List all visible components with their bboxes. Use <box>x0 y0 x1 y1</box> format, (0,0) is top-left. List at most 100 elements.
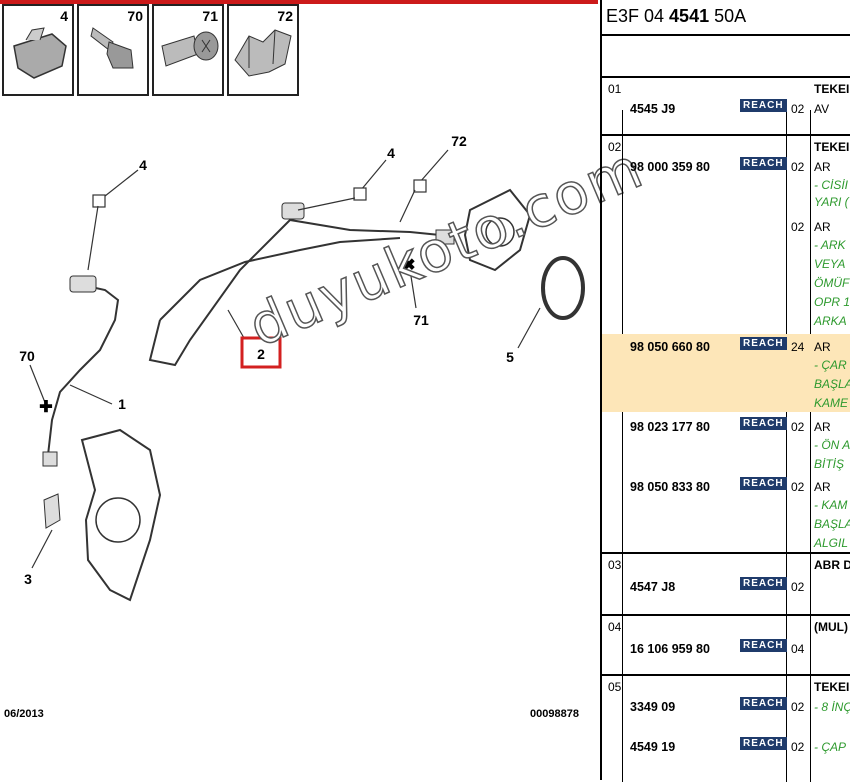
description: AV <box>814 102 830 116</box>
note: YARI ( <box>814 195 849 209</box>
exploded-view: ✚ ✖ 2 4 4 72 70 1 71 5 3 <box>19 133 585 602</box>
row-title: TEKEI <box>814 82 850 96</box>
reach-badge: REACH <box>740 417 787 430</box>
note: - KAM <box>814 498 848 512</box>
row-title: ABR D <box>814 558 850 572</box>
screw-marker-71: ✖ <box>402 257 415 274</box>
part-number[interactable]: 16 106 959 80 <box>630 642 710 656</box>
note: - ÖN A <box>814 438 850 452</box>
note: BAŞLA <box>814 377 850 391</box>
row-index: 04 <box>608 620 622 634</box>
quantity: 02 <box>791 220 805 234</box>
reach-badge: REACH <box>740 99 787 112</box>
bolt-icon <box>90 27 134 69</box>
quantity: 04 <box>791 642 805 656</box>
thumbnail-number: 72 <box>277 8 293 24</box>
reach-badge: REACH <box>740 577 787 590</box>
thumbnail-4[interactable]: 4 <box>2 4 74 96</box>
note: BAŞLA <box>814 517 850 531</box>
thumbnail-70[interactable]: 70 <box>77 4 149 96</box>
note: BİTİŞ <box>814 457 845 471</box>
quantity: 02 <box>791 740 805 754</box>
quantity: 02 <box>791 420 805 434</box>
callout-70[interactable]: 70 <box>19 348 35 364</box>
part-number[interactable]: 98 000 359 80 <box>630 160 710 174</box>
reference-suffix: 50A <box>709 6 747 26</box>
screw-icon <box>161 31 219 67</box>
note: - ÇAP <box>814 740 847 754</box>
reach-badge: REACH <box>740 337 787 350</box>
part-number[interactable]: 4545 J9 <box>630 102 676 116</box>
bolt-marker-70: ✚ <box>39 399 52 416</box>
thumbnail-number: 4 <box>60 8 68 24</box>
quantity: 02 <box>791 700 805 714</box>
part-number[interactable]: 98 023 177 80 <box>630 420 710 434</box>
front-sensor-cable <box>47 284 120 456</box>
table-row[interactable]: 03 ABR D 4547 J8 REACH 02 <box>602 552 850 614</box>
note: KAME <box>814 396 849 410</box>
rear-sensor-cable <box>148 218 441 367</box>
reference-number: E3F 04 4541 50A <box>606 6 746 27</box>
rear-sensor-head <box>435 229 455 245</box>
quantity: 02 <box>791 102 805 116</box>
part-number[interactable]: 3349 09 <box>630 700 676 714</box>
parts-list-panel: E3F 04 4541 50A 01 TEKEI 4545 J9 REACH 0… <box>600 0 850 782</box>
note: - 8 İNÇ <box>814 700 850 714</box>
callout-3[interactable]: 3 <box>24 571 32 587</box>
reach-badge: REACH <box>740 639 787 652</box>
clip-icon <box>13 27 67 79</box>
part-number[interactable]: 98 050 833 80 <box>630 480 710 494</box>
row-title: TEKEI <box>814 140 850 154</box>
rear-sensor-connector <box>281 202 305 220</box>
callout-2[interactable]: 2 <box>257 346 265 362</box>
note: VEYA <box>814 257 846 271</box>
quantity: 02 <box>791 480 805 494</box>
part-number[interactable]: 98 050 660 80 <box>630 340 710 354</box>
callout-1[interactable]: 1 <box>118 396 126 412</box>
row-title: TEKEI <box>814 680 850 694</box>
reach-badge: REACH <box>740 157 787 170</box>
table-row[interactable]: 04 (MUL) 16 106 959 80 REACH 04 <box>602 614 850 674</box>
callout-4[interactable]: 4 <box>387 145 395 161</box>
description: AR <box>814 340 831 354</box>
part-number[interactable]: 4549 19 <box>630 740 676 754</box>
diagram-code: 00098878 <box>530 708 579 720</box>
part-number[interactable]: 4547 J8 <box>630 580 676 594</box>
note: ÖMÜF <box>814 276 850 290</box>
reach-badge: REACH <box>740 477 787 490</box>
note: - ÇAR <box>814 358 847 372</box>
reference-bold: 4541 <box>669 6 710 26</box>
row-index: 01 <box>608 82 622 96</box>
thumbnail-number: 71 <box>202 8 218 24</box>
selected-row-highlight <box>602 334 850 412</box>
row-index: 03 <box>608 558 622 572</box>
sensor-clip <box>43 493 61 529</box>
quantity: 02 <box>791 160 805 174</box>
row-index: 05 <box>608 680 622 694</box>
cable-clip-icon <box>234 29 292 77</box>
description: AR <box>814 160 831 174</box>
thumbnail-71[interactable]: 71 <box>152 4 224 96</box>
note: ARKA <box>814 314 847 328</box>
thumbnail-72[interactable]: 72 <box>227 4 299 96</box>
diagram-date: 06/2013 <box>4 708 44 720</box>
table-row[interactable]: 01 TEKEI 4545 J9 REACH 02 AV <box>602 76 850 134</box>
parts-table: 01 TEKEI 4545 J9 REACH 02 AV 02 TEKEI 98… <box>602 34 850 782</box>
rear-hub <box>463 188 532 272</box>
header-red-line <box>0 0 598 4</box>
reach-badge: REACH <box>740 737 787 750</box>
table-row[interactable]: 05 TEKEI 3349 09 REACH 02 - 8 İNÇ 4549 1… <box>602 674 850 782</box>
description: AR <box>814 220 831 234</box>
row-title: (MUL) <box>814 620 848 634</box>
tone-ring <box>541 256 585 320</box>
callout-4[interactable]: 4 <box>139 157 147 173</box>
callout-71[interactable]: 71 <box>413 312 429 328</box>
thumbnail-number: 70 <box>127 8 143 24</box>
table-row[interactable]: 02 TEKEI 98 000 359 80 REACH 02 AR - CİS… <box>602 134 850 552</box>
description: AR <box>814 480 831 494</box>
front-sensor-connector <box>69 275 97 293</box>
highlight-box <box>240 336 282 369</box>
callout-72[interactable]: 72 <box>451 133 467 149</box>
callout-5[interactable]: 5 <box>506 349 514 365</box>
reach-badge: REACH <box>740 697 787 710</box>
